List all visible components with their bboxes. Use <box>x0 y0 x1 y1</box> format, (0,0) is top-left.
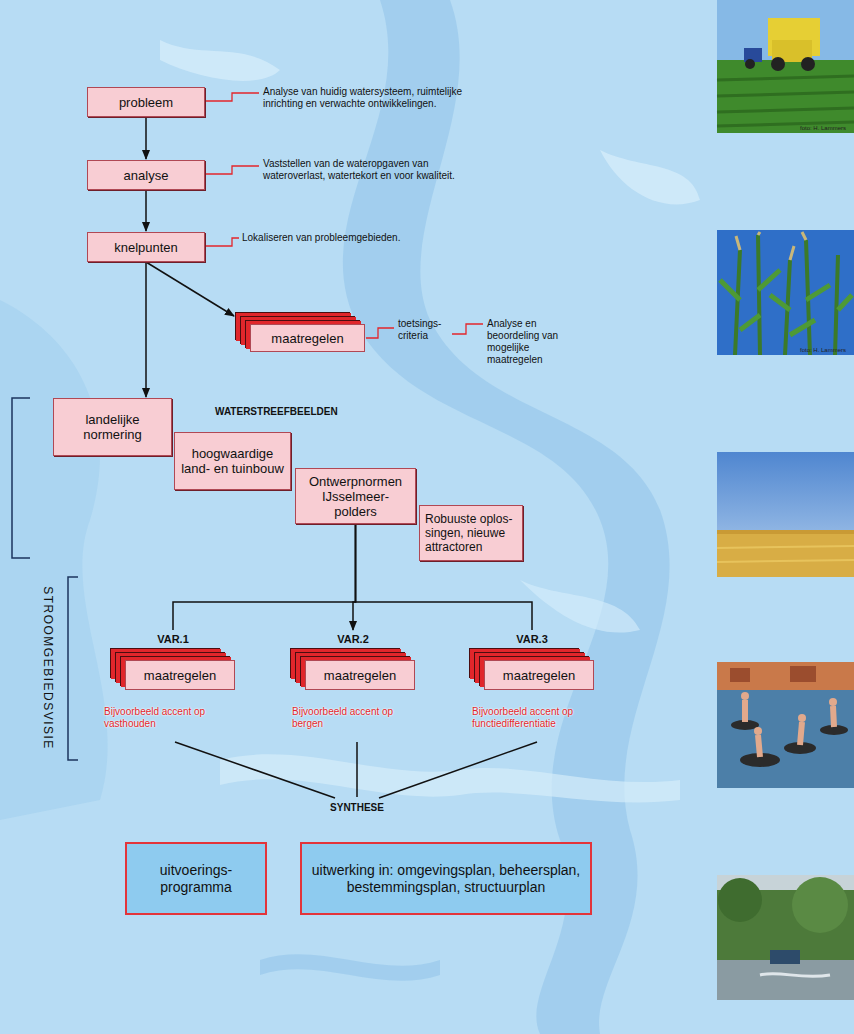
connector <box>145 190 147 231</box>
box-label: maatregelen <box>324 668 396 683</box>
callout-text: SYNTHESE <box>317 802 397 814</box>
callout-text: Lokaliseren van probleemgebieden. <box>242 232 462 244</box>
target-box: landelijke normering <box>53 398 172 456</box>
callout-text: WATERSTREEFBEELDEN <box>215 406 355 418</box>
photo-credit: foto: H. Lammers <box>800 347 852 354</box>
callout-text: Analyse van huidig watersysteem, ruimtel… <box>263 86 463 110</box>
box-label: maatregelen <box>144 668 216 683</box>
measures-stack: maatregelen <box>250 324 365 352</box>
connector <box>146 262 234 316</box>
photo-credit: foto: H. Lammers <box>800 125 852 132</box>
box-label: Robuuste oplos- singen, nieuwe attractor… <box>425 512 517 554</box>
callout-text: toetsings- criteria <box>398 318 450 342</box>
callout-text: Analyse en beoordeling van mogelijke maa… <box>487 318 587 366</box>
box-label: Ontwerpnormen IJsselmeer- polders <box>301 474 410 519</box>
box-label: landelijke normering <box>59 412 166 442</box>
target-box: hoogwaardige land- en tuinbouw <box>174 432 291 490</box>
variant-heading: VAR.1 <box>157 633 189 645</box>
connector <box>173 524 356 630</box>
variant-heading: VAR.2 <box>337 633 369 645</box>
program-box: uitvoerings- programma <box>125 842 267 915</box>
box-label: uitvoerings- programma <box>132 862 260 896</box>
process-box: probleem <box>87 87 205 117</box>
box-label: hoogwaardige land- en tuinbouw <box>180 446 285 476</box>
example-note: Bijvoorbeeld accent op vasthouden <box>104 706 229 730</box>
plan-box: uitwerking in: omgevingsplan, beheerspla… <box>300 842 592 915</box>
process-box: analyse <box>87 160 205 190</box>
variant-stack: VAR.2maatregelen <box>305 660 415 690</box>
box-label: knelpunten <box>114 240 178 255</box>
connector <box>145 117 147 159</box>
target-box: Robuuste oplos- singen, nieuwe attractor… <box>419 505 523 561</box>
box-label: uitwerking in: omgevingsplan, beheerspla… <box>307 862 585 896</box>
process-box: knelpunten <box>87 232 205 262</box>
example-note: Bijvoorbeeld accent op bergen <box>292 706 417 730</box>
variant-stack: VAR.3maatregelen <box>484 660 594 690</box>
example-note: Bijvoorbeeld accent op functiedifferenti… <box>472 706 607 730</box>
variant-heading: VAR.3 <box>516 633 548 645</box>
connector <box>145 262 147 397</box>
box-label: maatregelen <box>271 331 343 346</box>
variant-stack: VAR.1maatregelen <box>125 660 235 690</box>
box-label: analyse <box>124 168 169 183</box>
target-box: Ontwerpnormen IJsselmeer- polders <box>295 468 416 524</box>
vertical-label: STROOMGEBIEDSVISIE <box>41 586 55 750</box>
box-label: maatregelen <box>503 668 575 683</box>
box-label: probleem <box>119 95 173 110</box>
callout-text: Vaststellen van de wateropgaven van wate… <box>263 158 463 182</box>
